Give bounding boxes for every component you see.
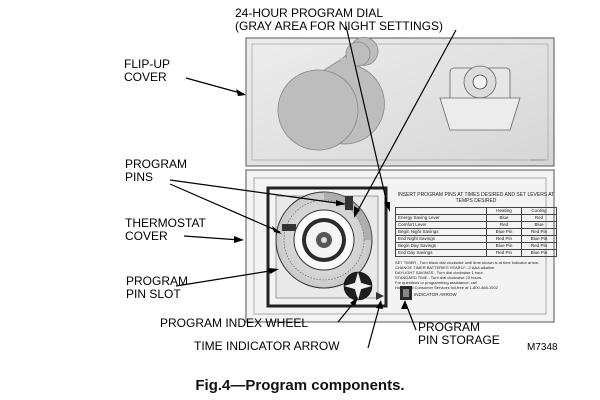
instruction-note: STANDARD TIME - Turn dial clockwise 23 h… [395, 275, 483, 280]
cover-clip [439, 65, 521, 131]
label-flip-up-cover: FLIP-UP COVER [124, 57, 171, 84]
table-row: Begin Night Savings Blue Pin Red Pin [395, 228, 557, 236]
table-row: End Day Savings Red Pin Blue Pin [395, 249, 557, 257]
figure-caption: Fig.4—Program components. [195, 377, 405, 394]
figure-code: M7348 [527, 342, 558, 353]
program-pin [345, 196, 353, 210]
table-header-cell [395, 207, 487, 215]
instruction-note: CHANGE TIMER BATTERIES YEARLY - 2 AAA al… [395, 265, 496, 270]
label-program-index-wheel: PROGRAM INDEX WHEEL [160, 316, 309, 330]
table-cell: Red Pin [521, 228, 557, 236]
table-cell: Red Pin [521, 242, 557, 250]
table-cell: Blue Pin [521, 249, 557, 257]
instruction-note: Honeywell Consumer Services toll-free at… [395, 285, 498, 290]
table-header-cell: Heating [486, 207, 522, 215]
label-program-pins: PROGRAM PINS [125, 157, 188, 184]
label-program-dial: 24-HOUR PROGRAM DIAL (GRAY AREA FOR NIGH… [235, 6, 444, 33]
callout-lines [169, 25, 457, 349]
program-pin [282, 224, 296, 231]
program-dial [275, 191, 373, 289]
table-cell: Begin Day Savings [395, 242, 487, 250]
table-cell: End Day Savings [395, 249, 487, 257]
table-cell: End Night Savings [395, 235, 487, 243]
table-cell: Red Pin [486, 235, 522, 243]
instruction-note: For questions or programming assistance,… [395, 280, 477, 285]
table-cell: Begin Night Savings [395, 228, 487, 236]
label-program-pin-storage: PROGRAM PIN STORAGE [418, 320, 500, 347]
instruction-table: INSERT PROGRAM PINS AT TIMES DESIRED AND… [395, 192, 557, 290]
program-pin-storage [400, 286, 412, 300]
table-cell: Blue [521, 221, 557, 229]
table-row: Energy Saving Lever Blue Red [395, 214, 557, 222]
label-thermostat-cover: THERMOSTAT COVER [125, 216, 206, 243]
table-cell: Blue Pin [486, 228, 522, 236]
callout-arrowheads [234, 89, 408, 309]
table-cell: Red [521, 214, 557, 222]
label-time-indicator-arrow: TIME INDICATOR ARROW [194, 339, 340, 353]
instruction-heading: INSERT PROGRAM PINS AT TIMES DESIRED AND… [397, 192, 555, 204]
table-row: Begin Day Savings Blue Pin Red Pin [395, 242, 557, 250]
program-index-wheel [343, 271, 373, 301]
table-row: Comfort Lever Red Blue [395, 221, 557, 229]
table-cell: Red Pin [486, 249, 522, 257]
flip-up-cover [245, 37, 555, 167]
table-cell: Comfort Lever [395, 221, 487, 229]
table-header-cell: Cooling [521, 207, 557, 215]
table-cell: Blue [486, 214, 522, 222]
storage-tag: INDICATOR ARROW [414, 292, 457, 297]
table-cell: Energy Saving Lever [395, 214, 487, 222]
instruction-note: DAYLIGHT SAVINGS - Turn dial clockwise 1… [395, 270, 484, 275]
table-cell: Blue Pin [521, 235, 557, 243]
table-row: End Night Savings Red Pin Blue Pin [395, 235, 557, 243]
label-program-pin-slot: PROGRAM PIN SLOT [126, 274, 189, 301]
table-cell: Blue Pin [486, 242, 522, 250]
time-indicator-arrow [376, 292, 384, 300]
instruction-grid: Heating Cooling Energy Saving Lever Blue… [395, 207, 557, 257]
instruction-notes: SET TIMER - Turn black dial clockwise un… [395, 260, 557, 290]
instruction-note: SET TIMER - Turn black dial clockwise un… [395, 260, 539, 265]
table-cell: Red [486, 221, 522, 229]
